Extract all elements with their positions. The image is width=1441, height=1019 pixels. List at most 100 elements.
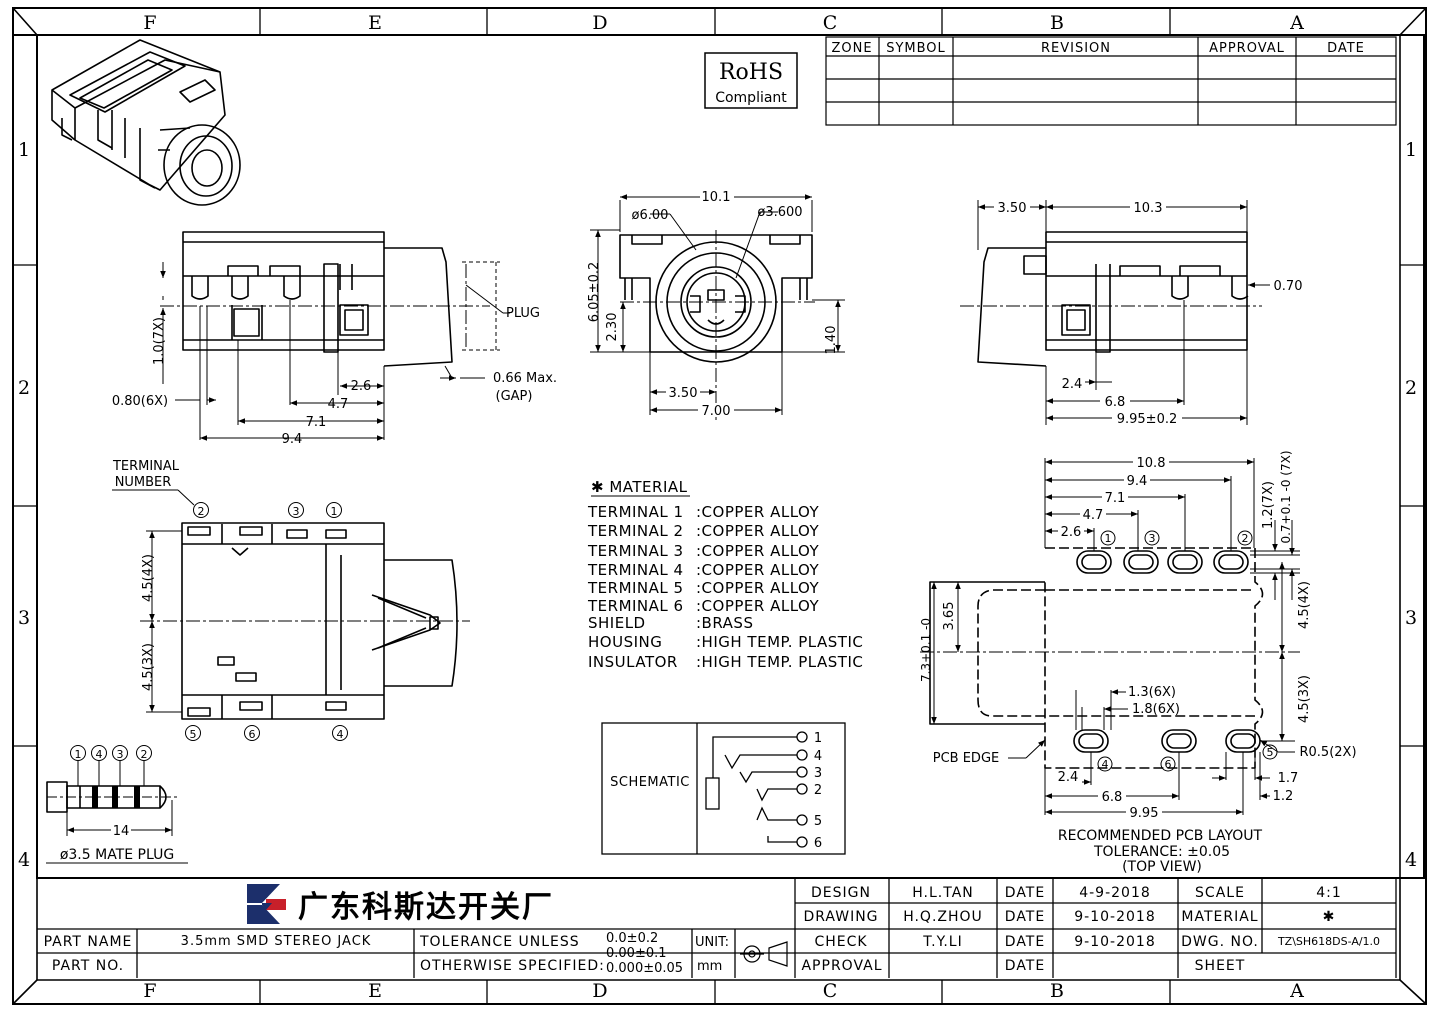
company-name: 广东科斯达开关厂 bbox=[298, 890, 554, 925]
pin-number: 1 bbox=[331, 505, 338, 518]
material-label: SHIELD bbox=[588, 614, 646, 632]
dim-text: 4.7 bbox=[328, 397, 349, 412]
sheet-frame bbox=[12, 7, 1427, 1005]
col-label: C bbox=[823, 12, 838, 34]
material-label: TERMINAL 5 bbox=[587, 579, 684, 597]
rev-header-zone: ZONE bbox=[831, 41, 872, 56]
check-label: CHECK bbox=[814, 934, 867, 950]
date-label: DATE bbox=[1005, 909, 1045, 925]
right-view: 3.50 10.3 0.70 2.4 6.8 9.95±0.2 bbox=[960, 200, 1302, 427]
material-label: HOUSING bbox=[588, 633, 662, 651]
frame-labels: F E D C B A F E D C B A 1 2 3 4 1 2 3 4 bbox=[18, 12, 1417, 1002]
dim-text: 9.95±0.2 bbox=[1117, 412, 1178, 427]
dim-text: 2.4 bbox=[1062, 377, 1083, 392]
schematic-pin: 2 bbox=[814, 783, 822, 798]
col-label: D bbox=[592, 12, 607, 34]
dim-text: 7.1 bbox=[306, 415, 327, 430]
unit-value: mm bbox=[697, 959, 722, 974]
dim-text: 1.2 bbox=[1273, 789, 1294, 804]
tolerance-1: 0.0±0.2 bbox=[606, 931, 658, 946]
pcb-caption: TOLERANCE: ±0.05 bbox=[1093, 844, 1230, 860]
material-label: INSULATOR bbox=[588, 653, 678, 671]
plug-number: 3 bbox=[117, 748, 124, 761]
material-label: TERMINAL 1 bbox=[587, 503, 684, 521]
material-value: :BRASS bbox=[696, 614, 753, 632]
material-label: TERMINAL 6 bbox=[587, 597, 684, 615]
part-name-label: PART NAME bbox=[44, 934, 133, 950]
schematic-pin: 1 bbox=[814, 731, 822, 746]
schematic: SCHEMATIC 1 4 3 2 5 6 bbox=[601, 722, 846, 855]
rev-header-approval: APPROVAL bbox=[1209, 41, 1285, 56]
plug-label: ø3.5 MATE PLUG bbox=[60, 847, 174, 863]
dim-text: 3.50 bbox=[669, 386, 698, 401]
dwg-label: DWG. NO. bbox=[1181, 934, 1259, 950]
material-value: :COPPER ALLOY bbox=[696, 503, 820, 521]
col-label: B bbox=[1050, 12, 1064, 34]
rohs-title: RoHS bbox=[719, 60, 783, 85]
tolerance-2: 0.00±0.1 bbox=[606, 946, 667, 961]
date-check: 9-10-2018 bbox=[1074, 934, 1155, 950]
col-label: F bbox=[143, 980, 156, 1002]
drawing-name: H.Q.ZHOU bbox=[903, 909, 983, 925]
dim-text: 2.6 bbox=[351, 379, 372, 394]
date-label: DATE bbox=[1005, 885, 1045, 901]
row-label: 3 bbox=[1405, 607, 1417, 629]
design-label: DESIGN bbox=[811, 885, 871, 901]
dim-text: 2.30 bbox=[605, 313, 620, 342]
drawing-label: DRAWING bbox=[803, 909, 878, 925]
dim-text: 4.7 bbox=[1083, 508, 1104, 523]
mate-plug: 1 4 3 2 14 ø3.5 MATE PLUG bbox=[46, 745, 188, 864]
pin-number: 5 bbox=[1267, 746, 1274, 759]
dim-text: 0.7+0.1 -0 (7X) bbox=[1279, 450, 1293, 543]
col-label: C bbox=[823, 980, 838, 1002]
top-view: TERMINAL NUMBER 4.5(4X) 4.5(3X) 2 3 1 5 … bbox=[112, 459, 470, 741]
pin-number: 5 bbox=[190, 728, 197, 741]
pcb-layout: 10.8 9.4 7.1 4.7 2.6 1.2(7X) 0.7+0.1 -0 … bbox=[919, 450, 1357, 875]
dim-text: 14 bbox=[113, 824, 130, 839]
material-label: TERMINAL 3 bbox=[587, 542, 684, 560]
pin-number: 4 bbox=[1102, 758, 1109, 771]
col-label: E bbox=[368, 980, 382, 1002]
pcb-caption: (TOP VIEW) bbox=[1122, 859, 1202, 875]
dim-text: 1.40 bbox=[824, 326, 839, 355]
material-value: :COPPER ALLOY bbox=[696, 542, 820, 560]
dim-text: 2.4 bbox=[1058, 770, 1079, 785]
col-label: A bbox=[1289, 980, 1304, 1002]
date-label: DATE bbox=[1005, 958, 1045, 974]
schematic-pin: 6 bbox=[814, 836, 822, 851]
material-title: ✱ MATERIAL bbox=[591, 478, 688, 496]
material-label: TERMINAL 4 bbox=[587, 561, 684, 579]
dim-text: 0.66 Max. bbox=[493, 371, 557, 386]
dim-text: 4.5(4X) bbox=[141, 554, 156, 602]
dim-text: 10.1 bbox=[702, 190, 731, 205]
dim-text: 6.05±0.2 bbox=[587, 262, 602, 323]
scale-value: 4:1 bbox=[1316, 885, 1342, 901]
col-label: D bbox=[592, 980, 607, 1002]
rev-header-revision: REVISION bbox=[1041, 41, 1111, 56]
plug-number: 4 bbox=[96, 748, 103, 761]
check-name: T.Y.LI bbox=[922, 934, 962, 950]
dim-text: 1.8(6X) bbox=[1132, 702, 1180, 717]
rev-header-date: DATE bbox=[1327, 41, 1365, 56]
date-design: 4-9-2018 bbox=[1079, 885, 1151, 901]
projection-symbol-icon bbox=[740, 941, 788, 967]
material-value: :COPPER ALLOY bbox=[696, 522, 820, 540]
tolerance-line2: OTHERWISE SPECIFIED: bbox=[420, 958, 605, 974]
terminal-label: NUMBER bbox=[115, 475, 172, 490]
dim-text: 1.7 bbox=[1278, 771, 1299, 786]
dim-text: 9.4 bbox=[1127, 474, 1148, 489]
pin-number: 3 bbox=[1149, 532, 1156, 545]
col-label: A bbox=[1289, 12, 1304, 34]
col-label: B bbox=[1050, 980, 1064, 1002]
schematic-pin: 5 bbox=[814, 814, 822, 829]
schematic-label: SCHEMATIC bbox=[610, 775, 690, 790]
rohs-subtitle: Compliant bbox=[715, 90, 787, 106]
unit-label: UNIT: bbox=[695, 935, 729, 950]
pin-number: 6 bbox=[1165, 758, 1172, 771]
rev-header-symbol: SYMBOL bbox=[886, 41, 946, 56]
pin-number: 2 bbox=[198, 505, 205, 518]
tolerance-3: 0.000±0.05 bbox=[606, 961, 683, 976]
material-value: ✱ bbox=[1323, 909, 1336, 925]
row-label: 1 bbox=[18, 139, 30, 161]
